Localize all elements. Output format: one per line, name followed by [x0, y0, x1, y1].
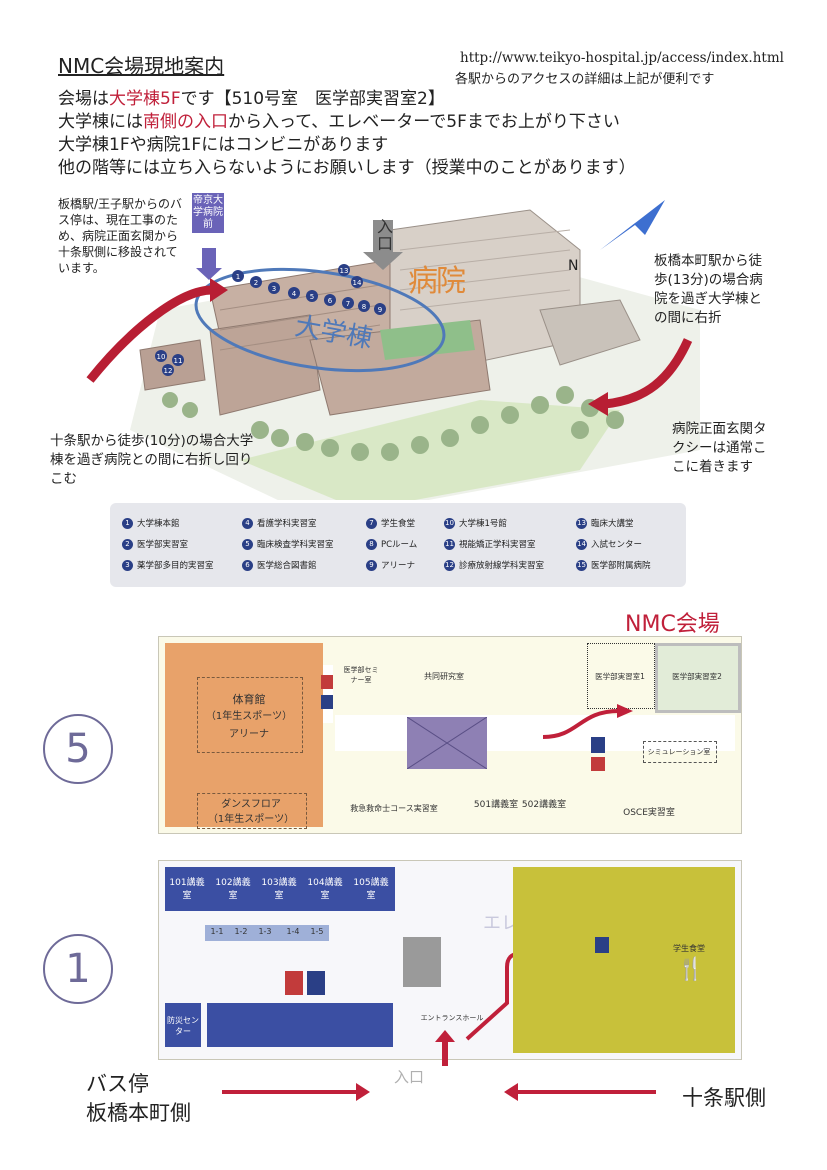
entrance-label-floor1: 入口	[394, 1068, 425, 1086]
floor-1-badge: 1	[43, 934, 113, 1004]
floor-5-badge: 5	[43, 714, 113, 784]
elevator-block	[403, 937, 441, 987]
room-1-1-label: 1-1	[210, 927, 224, 936]
intro-line-4: 他の階等には立ち入らないようにお願いします（授業中のことがあります）	[58, 158, 636, 178]
disaster-center-label: 防災センター	[167, 1016, 199, 1036]
cafeteria-area	[513, 867, 735, 1053]
restroom-icon	[595, 937, 609, 953]
svg-text:14: 14	[353, 279, 362, 287]
lab2-room[interactable]	[655, 643, 741, 713]
room-101-label: 101講義室	[169, 878, 205, 901]
room-1-4-label: 1-4	[286, 927, 300, 936]
lab2-label: 医学部実習室2	[672, 672, 722, 681]
restroom-icon	[591, 757, 605, 771]
gym-sub-label: （1年生スポーツ）	[205, 711, 293, 722]
svg-text:6: 6	[328, 297, 333, 305]
room-103-label: 103講義室	[261, 878, 297, 901]
room-1-5-label: 1-5	[310, 927, 324, 936]
svg-text:4: 4	[292, 290, 297, 298]
svg-text:8: 8	[362, 303, 366, 311]
bus-stop-note: 板橋駅/王子駅からのバス停は、現在工事のため、病院正面玄関から十条駅側に移設され…	[58, 197, 183, 275]
intro-line-2: 大学棟には南側の入口から入って、エレベーターで5Fまでお上がり下さい	[58, 112, 620, 132]
room-1-2-label: 1-2	[234, 927, 248, 936]
page-title: NMC会場現地案内	[58, 54, 225, 78]
room-104-label: 104講義室	[307, 878, 343, 901]
north-label: N	[568, 258, 579, 274]
svg-text:13: 13	[340, 267, 349, 275]
entrance-label: 入口	[377, 217, 394, 253]
restroom-icon	[591, 737, 605, 753]
gym-label: 体育館	[232, 693, 266, 706]
room-502-label: 502講義室	[521, 800, 567, 810]
campus-map: 1 2 3 4 5 6 7 8 9 10 11 12 13 14	[86, 200, 700, 500]
access-url-note: 各駅からのアクセスの詳細は上記が便利です	[455, 72, 715, 87]
cafeteria-label: 学生食堂	[673, 944, 705, 953]
itabashihoncho-note: 板橋本町駅から徒歩(13分)の場合病院を過ぎ大学棟との間に右折	[654, 253, 763, 326]
svg-text:1: 1	[236, 273, 240, 281]
ems-room-label: 救急救命士コース実習室	[350, 804, 438, 813]
room-105-label: 105講義室	[353, 878, 389, 901]
svg-text:3: 3	[272, 285, 276, 293]
route-arrow	[542, 704, 633, 739]
room-102-label: 102講義室	[215, 878, 251, 901]
seminar-room-label: 医学部セミナー室	[343, 666, 379, 684]
svg-text:7: 7	[346, 300, 350, 308]
hospital-label: 病院	[408, 264, 466, 299]
entrance-hall-label: エントランスホール	[420, 1014, 484, 1022]
restroom-icon	[307, 971, 325, 995]
itabashi-side-label: 板橋本町側	[86, 1101, 191, 1125]
dance-floor-label: ダンスフロア	[221, 799, 281, 810]
floor-5-plan: 体育館 （1年生スポーツ） アリーナ ダンスフロア （1年生スポーツ） 医学部セ…	[158, 636, 742, 834]
restroom-icon	[321, 675, 333, 689]
svg-text:11: 11	[174, 357, 183, 365]
svg-text:9: 9	[378, 306, 382, 314]
svg-text:5: 5	[310, 293, 314, 301]
svg-text:10: 10	[157, 353, 166, 361]
bus-stop-label: バス停	[86, 1072, 149, 1096]
svg-text:2: 2	[254, 279, 258, 287]
taxi-note: 病院正面玄関タクシーは通常ここに着きます	[672, 421, 767, 475]
dance-floor-sub-label: （1年生スポーツ）	[207, 814, 295, 825]
arrow-left-icon	[504, 1083, 518, 1101]
simulation-room-label: シミュレーション室	[647, 748, 711, 756]
restroom-icon	[321, 695, 333, 709]
access-url[interactable]: http://www.teikyo-hospital.jp/access/ind…	[460, 50, 784, 66]
room-501-label: 501講義室	[473, 800, 519, 810]
lab1-label: 医学部実習室1	[595, 672, 645, 681]
gym-area	[165, 643, 323, 827]
venue-label: NMC会場	[625, 612, 720, 637]
bus-stop-sign: 帝京大学病院前	[192, 193, 224, 233]
svg-text:12: 12	[164, 367, 173, 375]
arrow-right-icon	[356, 1083, 370, 1101]
jujo-side-label: 十条駅側	[682, 1086, 766, 1110]
room-1-3-label: 1-3	[258, 927, 272, 936]
entrance-arrow-icon	[435, 1030, 455, 1042]
osce-room-label: OSCE実習室	[623, 808, 675, 818]
intro-line-1: 会場は大学棟5Fです【510号室 医学部実習室2】	[58, 89, 445, 109]
floor-1-plan: 101講義室 102講義室 103講義室 104講義室 105講義室 1-1 1…	[158, 860, 742, 1060]
restroom-icon	[285, 971, 303, 995]
joint-lab-label: 共同研究室	[424, 672, 464, 681]
arena-label: アリーナ	[229, 729, 269, 740]
intro-line-3: 大学棟1Fや病院1Fにはコンビニがあります	[58, 135, 389, 155]
jujo-note: 十条駅から徒歩(10分)の場合大学棟を過ぎ病院との間に右折し回りこむ	[50, 433, 254, 487]
fork-knife-icon: 🍴	[677, 957, 705, 982]
